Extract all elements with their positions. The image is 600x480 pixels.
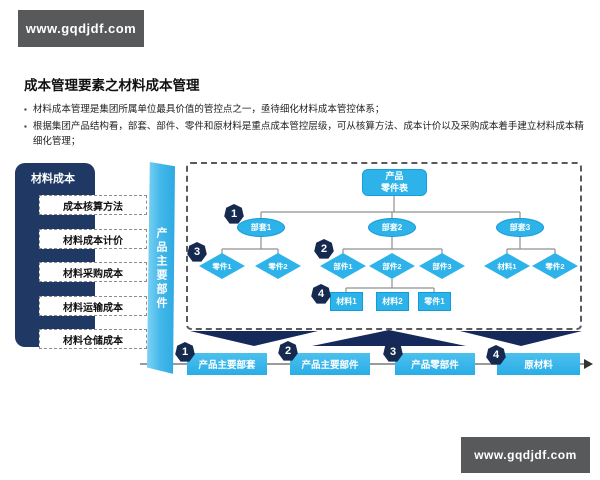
- tree-leaf: 材料1: [330, 292, 363, 311]
- bullet-item: 材料成本管理是集团所属单位最具价值的管控点之一，亟待细化材料成本管控体系；: [24, 103, 584, 117]
- flow-step: 产品主要部套: [187, 353, 267, 375]
- bullet-item: 根据集团产品结构看，部套、部件、零件和原材料是重点成本管控层级，可从核算方法、成…: [24, 120, 584, 149]
- panel-title: 材料成本: [31, 173, 75, 185]
- cost-item: 材料运输成本: [39, 296, 147, 316]
- root-line2: 零件表: [380, 182, 408, 193]
- tree-badge-2: 2: [314, 239, 334, 259]
- bullet-list: 材料成本管理是集团所属单位最具价值的管控点之一，亟待细化材料成本管控体系； 根据…: [24, 103, 584, 152]
- tree-root-node: 产品 零件表: [362, 169, 427, 196]
- cost-item: 材料成本计价: [39, 229, 147, 249]
- root-line1: 产品: [385, 171, 404, 182]
- tree-leaf: 零件1: [418, 292, 451, 311]
- cost-item: 材料仓储成本: [39, 329, 147, 349]
- tree-leaf: 材料2: [376, 292, 409, 311]
- tree-node-butao1: 部套1: [237, 218, 285, 237]
- flow-badge-3: 3: [383, 342, 403, 362]
- cost-item: 材料采购成本: [39, 262, 147, 282]
- watermark-banner-bottom: www.gqdjdf.com: [461, 437, 590, 473]
- flow-step: 产品主要部件: [290, 353, 370, 375]
- flow-arrowhead-icon: [584, 359, 593, 369]
- zigzag-ribbon: [190, 330, 582, 346]
- tree-node-butao2: 部套2: [368, 218, 416, 237]
- cost-item: 成本核算方法: [39, 195, 147, 215]
- flow-badge-2: 2: [278, 341, 298, 361]
- flow-badge-1: 1: [175, 342, 195, 362]
- tree-badge-3: 3: [187, 242, 207, 262]
- material-cost-panel: 材料成本: [15, 163, 95, 347]
- flow-badge-4: 4: [486, 345, 506, 365]
- tree-badge-1: 1: [224, 204, 244, 224]
- tree-badge-4: 4: [311, 284, 331, 304]
- flow-step: 原材料: [497, 353, 580, 375]
- flow-step: 产品零部件: [395, 353, 475, 375]
- vertical-band-label: 产品主要部件: [155, 227, 167, 311]
- watermark-banner-top: www.gqdjdf.com: [18, 10, 144, 47]
- bom-tree-container: [186, 162, 582, 330]
- page-title: 成本管理要素之材料成本管理: [24, 78, 200, 93]
- vertical-band: 产品主要部件: [147, 162, 175, 374]
- tree-node-butao3: 部套3: [496, 218, 544, 237]
